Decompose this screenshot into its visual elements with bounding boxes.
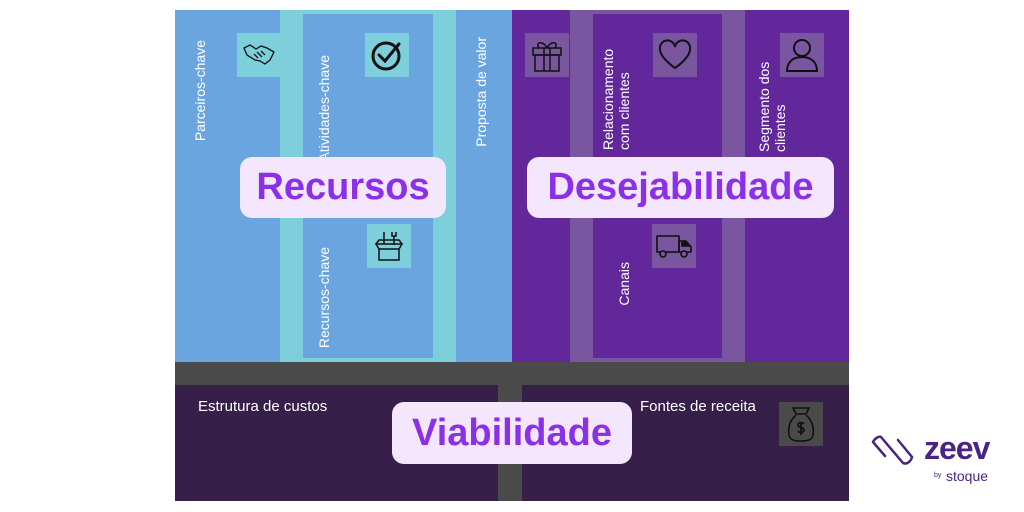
gift-icon [525,33,569,77]
block-title: Parceiros-chave [192,40,208,142]
block-title: Fontes de receita [640,398,756,415]
check-circle-icon [365,33,409,77]
zeev-logo: zeev by stoque [870,430,1020,492]
block-title: Relacionamento com clientes [600,48,632,150]
label-viabilidade: Viabilidade [392,402,632,464]
block-title: Proposta de valor [473,37,489,147]
toolbox-icon [367,224,411,268]
logo-brand: zeev [924,430,990,466]
zeev-logo-mark [871,435,914,465]
logo-by: by [934,472,942,479]
heart-icon [653,33,697,77]
user-icon [780,33,824,77]
block-title: Estrutura de custos [198,398,328,415]
label-recursos: Recursos [240,157,446,218]
handshake-icon [237,33,281,77]
block-proposta-de-valor: Proposta de valor [456,10,512,362]
label-desejabilidade: Desejabilidade [527,157,834,218]
block-title: Atividades-chave [316,55,332,162]
block-title: Canais [616,262,632,306]
truck-icon [652,224,696,268]
block-title: Recursos-chave [316,246,332,348]
money-bag-icon [779,402,823,446]
logo-company: stoque [946,468,989,484]
